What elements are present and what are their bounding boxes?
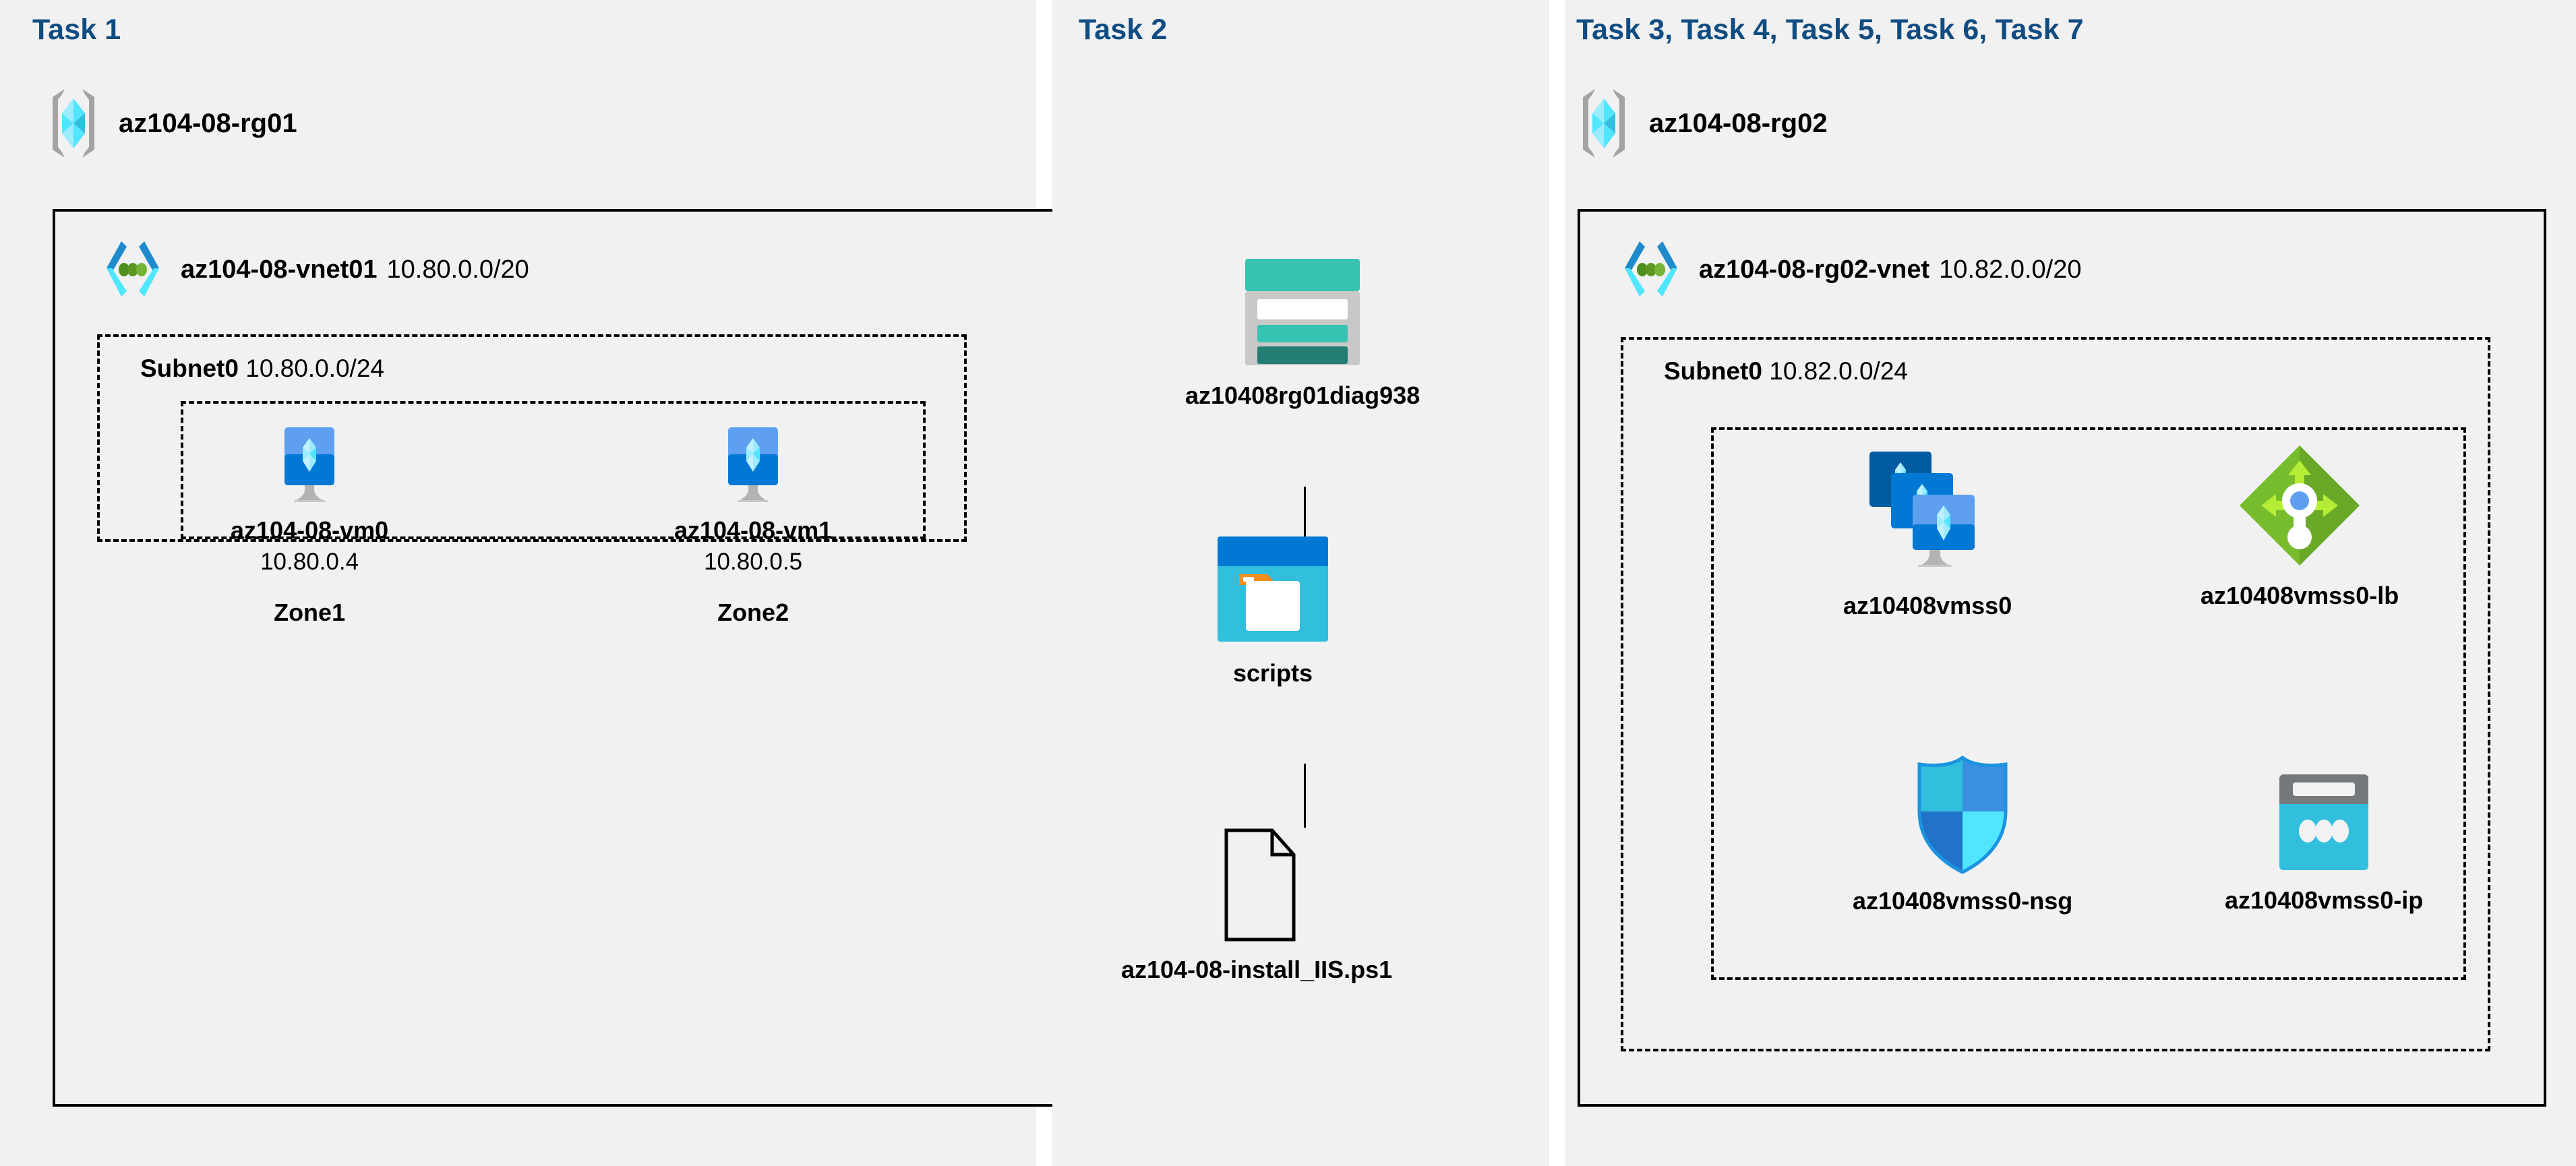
subnet0-vnet01-name: Subnet0	[140, 355, 239, 382]
vnet02-title: az104-08-rg02-vnet 10.82.0.0/20	[1699, 255, 2081, 284]
resource-group-rg02[interactable]: az104-08-rg02	[1578, 88, 1828, 159]
nsg-az10408vmss0-nsg[interactable]: az10408vmss0-nsg	[1853, 755, 2072, 915]
vm1-ip: 10.80.0.5	[704, 549, 803, 575]
storage-account-icon	[1240, 256, 1365, 369]
vnet01-header[interactable]: az104-08-vnet01 10.80.0.0/20	[102, 239, 529, 301]
vnet01-name: az104-08-vnet01	[181, 255, 378, 284]
availability-zones-box	[181, 401, 926, 539]
file-name: az104-08-install_IIS.ps1	[1121, 956, 1393, 983]
load-balancer-icon	[2236, 441, 2364, 570]
task-3-7-heading: Task 3, Task 4, Task 5, Task 6, Task 7	[1576, 13, 2084, 46]
task-1-heading: Task 1	[32, 13, 121, 46]
blob-container-name: scripts	[1232, 659, 1313, 687]
vm0-name: az104-08-vm0	[231, 516, 389, 544]
vnet01-title: az104-08-vnet01 10.80.0.0/20	[181, 255, 529, 284]
vnet01-cidr: 10.80.0.0/20	[386, 255, 529, 284]
vnet02-header[interactable]: az104-08-rg02-vnet 10.82.0.0/20	[1621, 239, 2081, 301]
vm1-name: az104-08-vm1	[674, 516, 833, 544]
file-az104-08-install-iis-ps1[interactable]: az104-08-install_IIS.ps1	[1121, 828, 1392, 984]
subnet0-vnet01-cidr: 10.80.0.0/24	[245, 355, 384, 382]
virtual-machine-icon	[275, 425, 344, 504]
nsg-name: az10408vmss0-nsg	[1853, 887, 2073, 915]
task-2-heading: Task 2	[1079, 13, 1168, 46]
virtual-machine-icon	[719, 425, 787, 504]
resource-group-rg01-label: az104-08-rg01	[119, 108, 297, 138]
resources-group-box	[1711, 427, 2466, 980]
vm1-zone: Zone2	[717, 599, 789, 626]
network-security-group-icon	[1911, 755, 2014, 875]
vnet02-name: az104-08-rg02-vnet	[1699, 255, 1930, 284]
connector-storage-to-container	[1304, 487, 1306, 541]
subnet0-vnet02-cidr: 10.82.0.0/24	[1769, 357, 1908, 385]
storage-account-name: az10408rg01diag938	[1185, 381, 1420, 409]
storage-account-az10408rg01diag938[interactable]: az10408rg01diag938	[1185, 256, 1420, 410]
subnet0-vnet02-box: Subnet0 10.82.0.0/24	[1621, 337, 2490, 1051]
subnet0-vnet02-name: Subnet0	[1664, 357, 1762, 385]
subnet0-vnet01-box: Subnet0 10.80.0.0/24	[97, 334, 967, 542]
public-ip-address-icon	[2274, 772, 2374, 874]
subnet0-vnet02-label: Subnet0 10.82.0.0/24	[1664, 357, 1908, 386]
resource-group-icon	[1578, 88, 1630, 159]
virtual-network-icon	[1621, 239, 1681, 301]
connector-container-to-file	[1304, 764, 1306, 828]
file-document-icon	[1211, 828, 1302, 944]
vmss-name: az10408vmss0	[1843, 592, 2012, 619]
vm-az104-08-vm1[interactable]: az104-08-vm1 10.80.0.5 Zone2	[674, 425, 832, 627]
virtual-network-icon	[102, 239, 163, 301]
blob-container-icon	[1214, 534, 1332, 647]
resource-group-rg02-label: az104-08-rg02	[1649, 108, 1828, 138]
vnet-az104-08-rg02-vnet-box: az104-08-rg02-vnet 10.82.0.0/20 Subnet0 1…	[1578, 209, 2546, 1107]
vm0-ip: 10.80.0.4	[260, 549, 359, 575]
blob-container-scripts[interactable]: scripts	[1214, 534, 1332, 687]
vm0-zone: Zone1	[274, 599, 346, 626]
vnet02-cidr: 10.82.0.0/20	[1939, 255, 2082, 284]
vm-scale-set-icon	[1860, 445, 1995, 580]
load-balancer-name: az10408vmss0-lb	[2200, 582, 2399, 609]
vm-az104-08-vm0[interactable]: az104-08-vm0 10.80.0.4 Zone1	[231, 425, 388, 627]
vm-scale-set-az10408vmss0[interactable]: az10408vmss0	[1843, 445, 2012, 620]
resource-group-rg01[interactable]: az104-08-rg01	[47, 88, 297, 159]
load-balancer-az10408vmss0-lb[interactable]: az10408vmss0-lb	[2200, 441, 2399, 610]
public-ip-az10408vmss0-ip[interactable]: az10408vmss0-ip	[2225, 772, 2423, 915]
subnet0-vnet01-label: Subnet0 10.80.0.0/24	[140, 355, 384, 383]
resource-group-icon	[47, 88, 100, 159]
public-ip-name: az10408vmss0-ip	[2225, 886, 2424, 914]
